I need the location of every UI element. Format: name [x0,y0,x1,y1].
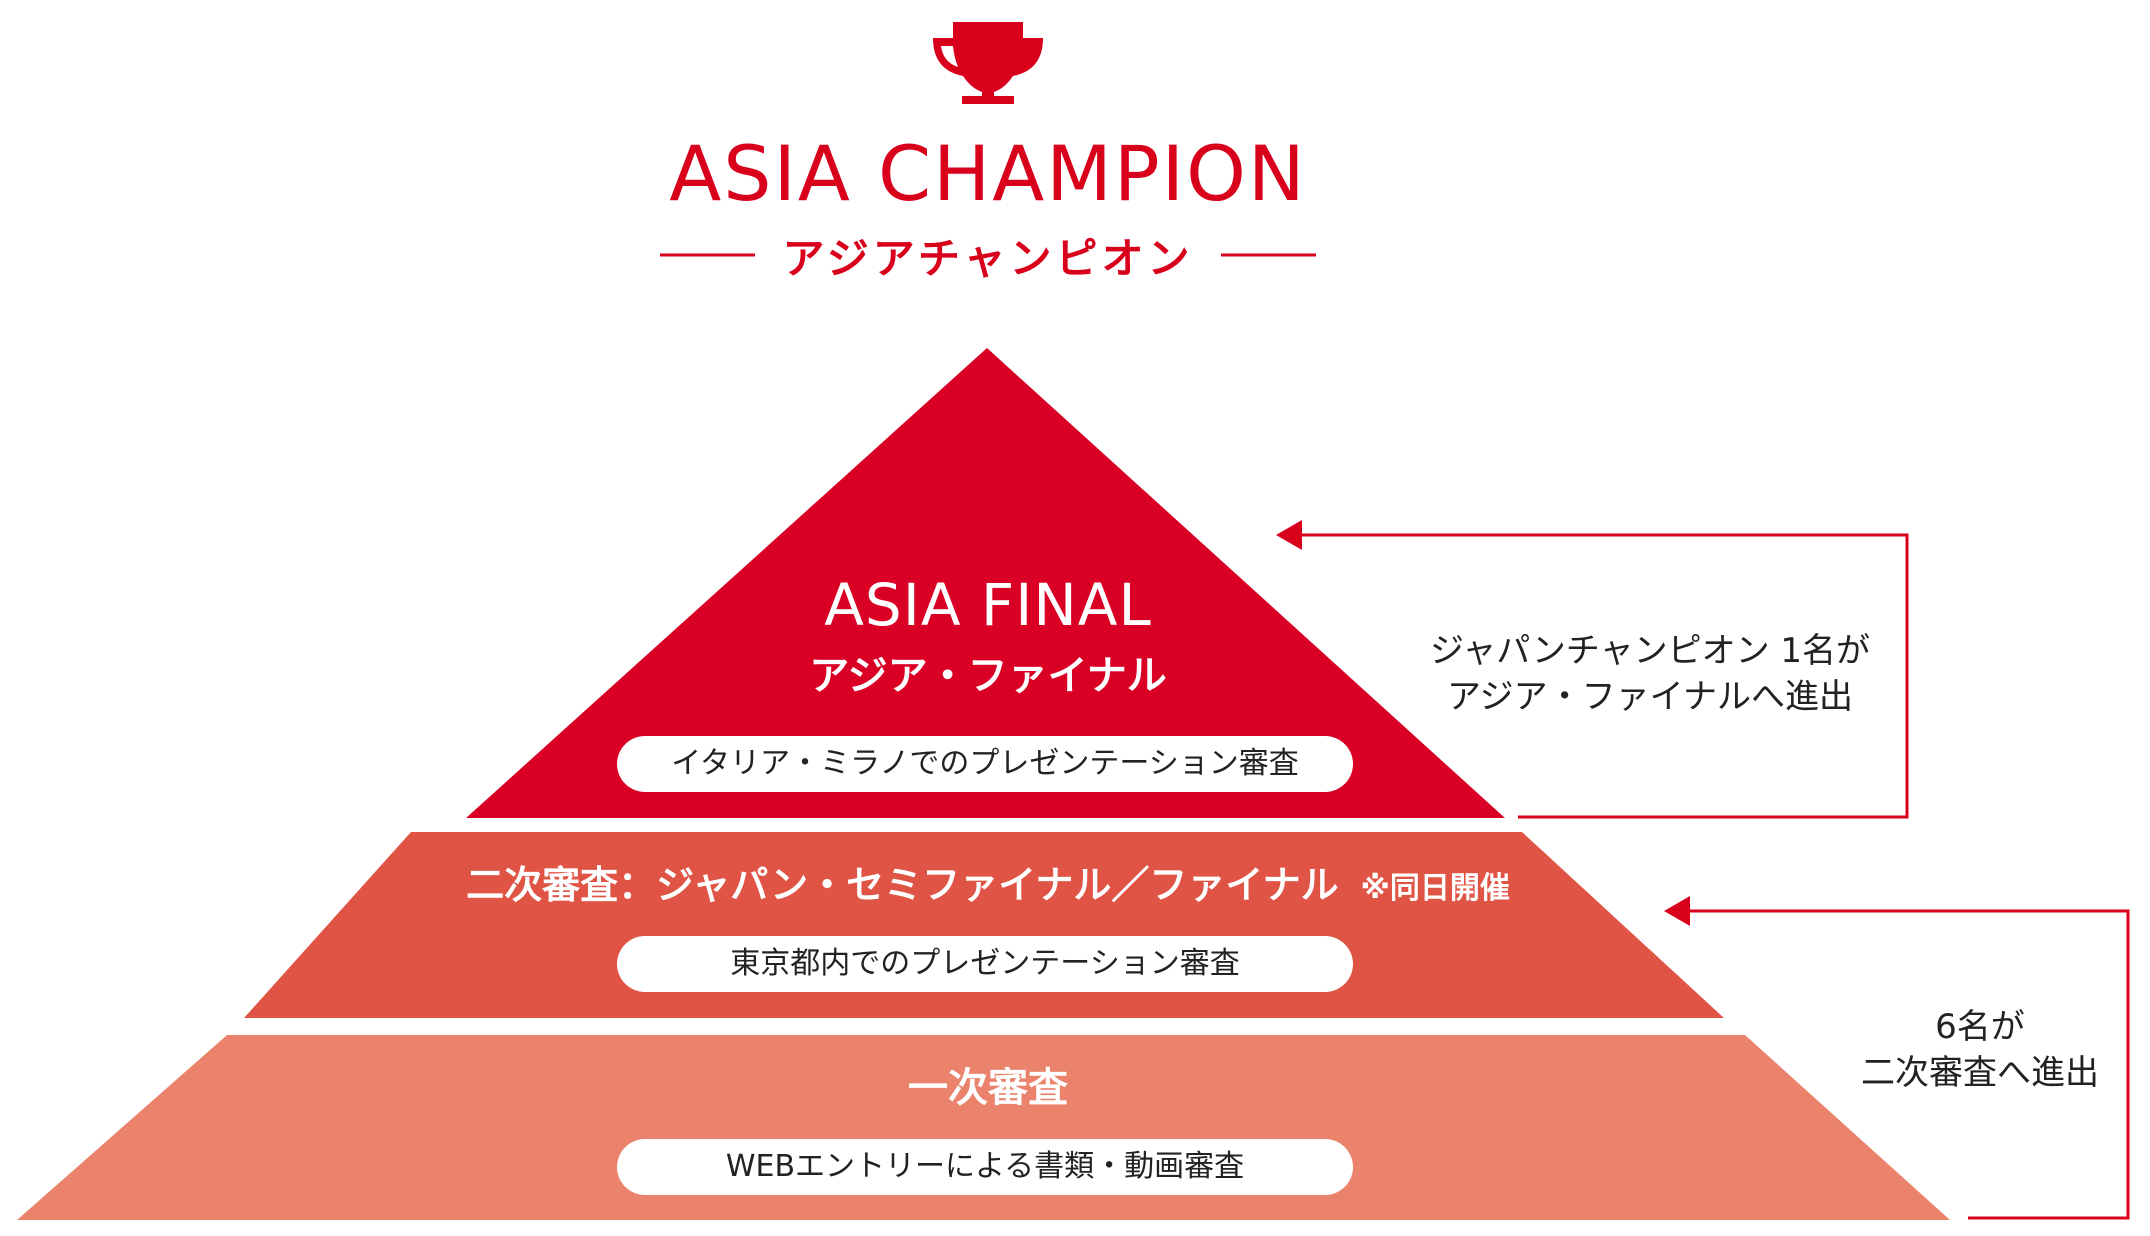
semi-title: 二次審査：ジャパン・セミファイナル／ファイナル ※同日開催 [0,866,1976,904]
semi-detail-pill: 東京都内でのプレゼンテーション審査 [617,936,1353,992]
trophy-icon [933,22,1043,104]
arrow-to-semi-line2: 二次審査へ進出 [1861,1053,2099,1093]
tier-asia-final [466,348,1505,818]
arrow-to-final-line2: アジア・ファイナルへ進出 [1447,677,1853,717]
first-title: 一次審査 [908,1065,1068,1111]
arrow-to-semi-line1: 6名が [1935,1007,2025,1047]
title-ja: アジアチャンピオン [782,234,1194,283]
arrow-to-semi [1664,896,2130,1220]
tier-second-review [244,832,1724,1018]
arrow-to-final-label: ジャパンチャンピオン 1名が アジア・ファイナルへ進出 [1400,628,1900,720]
semi-title-note: ※同日開催 [1360,871,1510,906]
final-detail-pill: イタリア・ミラノでのプレゼンテーション審査 [617,736,1353,792]
semi-title-text: 二次審査：ジャパン・セミファイナル／ファイナル [466,863,1339,907]
final-title-ja: アジア・ファイナル [809,653,1167,699]
arrow-to-final-line1: ジャパンチャンピオン 1名が [1429,631,1871,671]
tier-first-review [17,1035,1950,1220]
arrow-to-semi-label: 6名が 二次審査へ進出 [1830,1004,2130,1096]
arrow-to-final [1276,520,1909,819]
first-detail-pill: WEBエントリーによる書類・動画審査 [617,1139,1353,1195]
title-en: ASIA CHAMPION [669,129,1307,218]
final-title-en: ASIA FINAL [824,571,1152,639]
